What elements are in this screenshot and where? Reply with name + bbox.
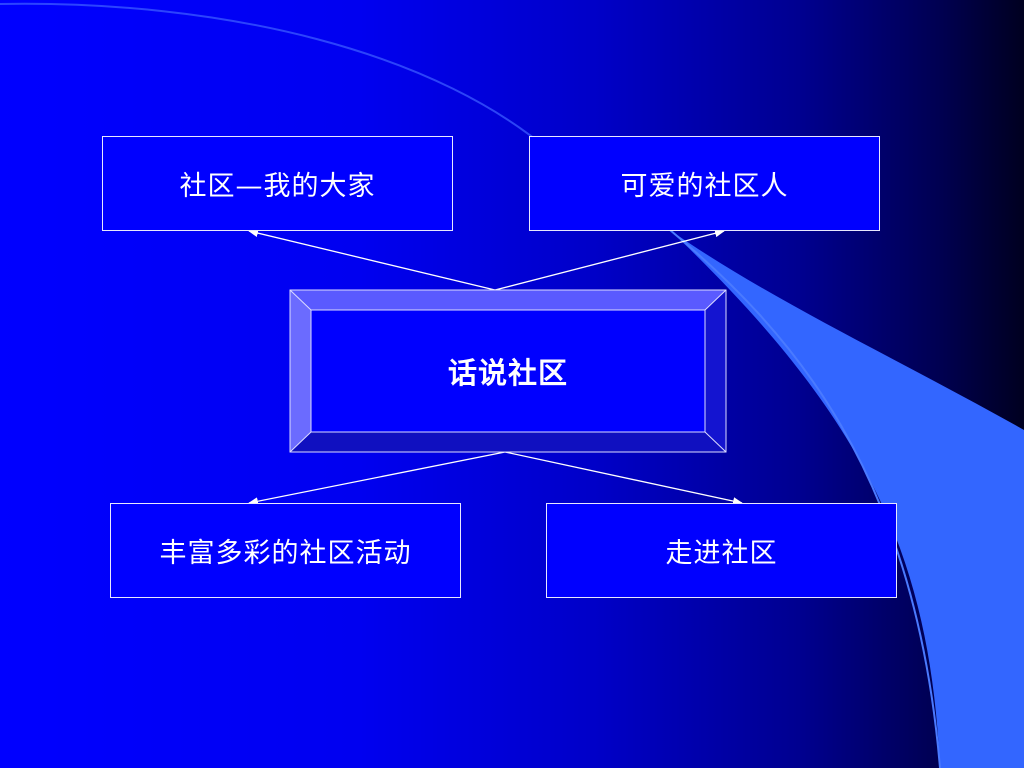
arrow-to-top-left <box>248 229 496 291</box>
swoosh-arc-line <box>0 2 561 161</box>
arrow-to-bottom-right <box>504 451 743 506</box>
arrow-to-bottom-left <box>248 451 506 506</box>
bevel-outline <box>289 289 727 453</box>
bevel-top <box>290 290 726 310</box>
arrow-to-top-right <box>494 229 725 291</box>
node-bottom-right: 走进社区 <box>546 503 897 598</box>
bevel-left <box>290 290 311 452</box>
swoosh-band <box>670 230 1024 768</box>
node-bottom-left: 丰富多彩的社区活动 <box>110 503 461 598</box>
center-title: 话说社区 <box>447 356 568 390</box>
node-top-right: 可爱的社区人 <box>529 136 880 231</box>
bevel-bottom <box>290 432 726 452</box>
bevel-face <box>310 309 706 433</box>
node-top-left: 社区—我的大家 <box>102 136 453 231</box>
bevel-right <box>705 290 726 452</box>
swoosh-band-edge <box>669 229 941 768</box>
